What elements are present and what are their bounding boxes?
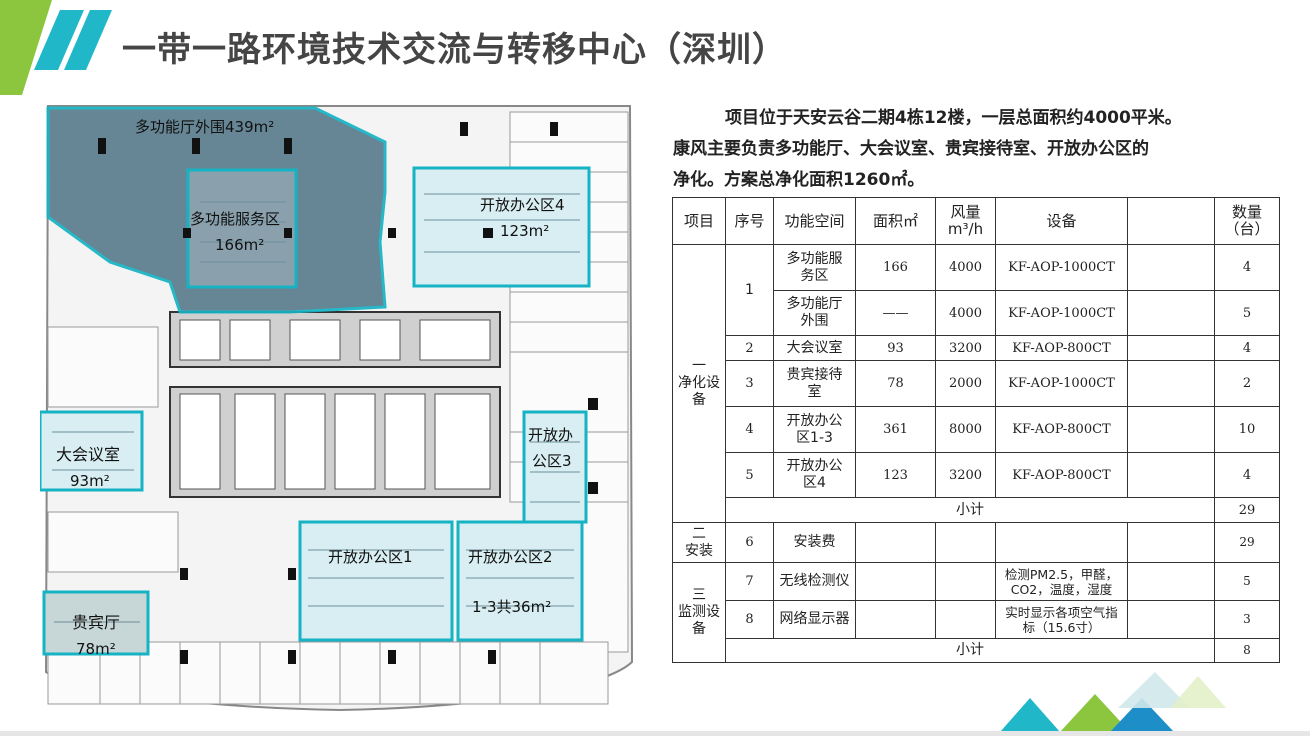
table-row: 2 大会议室 93 3200 KF-AOP-800CT 4 [673, 335, 1280, 361]
label-open123-area: 1-3共36m² [472, 598, 551, 616]
brand-logo [0, 0, 112, 95]
table-row: 三监测设备 7 无线检测仪 检测PM2.5，甲醛，CO2，温度，湿度 5 [672, 562, 1280, 663]
zone-open-office-1 [298, 520, 454, 642]
group-install: 二安装 [672, 522, 726, 563]
subtotal-row: 小计 8 [673, 638, 1280, 663]
th-item: 项目 [672, 197, 726, 245]
table-row: 8 网络显示器 实时显示各项空气指标（15.6寸） 3 [673, 600, 1280, 639]
decorative-triangles [1000, 672, 1226, 732]
footer-line [0, 731, 1310, 736]
table-row: 二安装 6 安装费 29 [672, 522, 1280, 563]
zone-multifunction-service [186, 168, 298, 289]
label-open1-name: 开放办公区1 [328, 548, 413, 566]
floor-plan: 多功能厅外围439m² 多功能服务区 166m² 开放办公区4 123m² 大会… [40, 105, 634, 712]
table-row: 多功能厅外围 —— 4000 KF-AOP-1000CT 5 [673, 290, 1280, 336]
label-open4-area: 123m² [500, 222, 549, 240]
label-vip-name: 贵宾厅 [72, 613, 120, 632]
th-area: 面积㎡ [855, 197, 936, 245]
intro-line-2: 康风主要负责多功能厅、大会议室、贵宾接待室、开放办公区的 [673, 139, 1149, 159]
intro-paragraph: 项目位于天安云谷二期4栋12楼，一层总面积约4000平米。 康风主要负责多功能厅… [673, 103, 1283, 196]
zone-big-meeting [40, 410, 144, 492]
th-no: 序号 [725, 197, 774, 245]
th-blank [1127, 197, 1215, 245]
th-space: 功能空间 [773, 197, 856, 245]
label-mf-service-name: 多功能服务区 [190, 210, 280, 228]
table-row: 5 开放办公区4 123 3200 KF-AOP-800CT 4 [673, 452, 1280, 498]
zone-vip [42, 590, 150, 656]
subtotal-row: 小计 29 [673, 497, 1280, 523]
th-equipment: 设备 [995, 197, 1128, 245]
label-open3-line1: 开放办 [528, 426, 573, 444]
label-mf-outer: 多功能厅外围439m² [135, 118, 274, 136]
label-open3-line2: 公区3 [532, 452, 572, 470]
label-big-meeting-name: 大会议室 [56, 445, 120, 464]
group-purification: 一净化设备 [672, 244, 726, 523]
zone-open-office-4 [412, 166, 591, 288]
label-mf-service-area: 166m² [215, 236, 264, 254]
zone-open-office-2 [456, 520, 584, 642]
zone-open-office-3 [522, 410, 588, 524]
group-monitoring: 三监测设备 [672, 562, 726, 663]
table-row: 4 开放办公区1-3 361 8000 KF-AOP-800CT 10 [673, 406, 1280, 453]
label-open4-name: 开放办公区4 [480, 196, 565, 214]
page-title: 一带一路环境技术交流与转移中心（深圳） [122, 30, 787, 70]
label-open2-name: 开放办公区2 [468, 548, 553, 566]
th-qty: 数量（台） [1214, 197, 1280, 245]
intro-line-3: 净化。方案总净化面积1260㎡。 [673, 170, 925, 190]
table-row: 一净化设备 1 多功能服务区 166 4000 KF-AOP-1000CT 4 [672, 244, 1280, 523]
label-big-meeting-area: 93m² [70, 472, 110, 490]
table-row: 3 贵宾接待室 78 2000 KF-AOP-1000CT 2 [673, 360, 1280, 407]
label-vip-area: 78m² [76, 640, 116, 658]
intro-line-1: 项目位于天安云谷二期4栋12楼，一层总面积约4000平米。 [725, 108, 1182, 128]
